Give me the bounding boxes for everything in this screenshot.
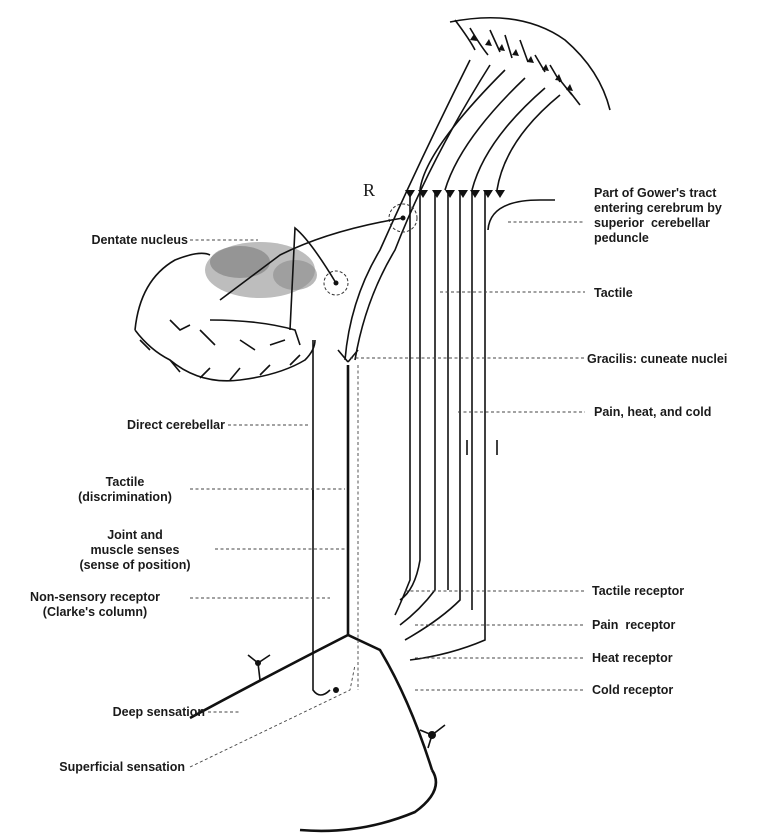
- label-pain-receptor: Pain receptor: [592, 618, 675, 633]
- label-heat-receptor: Heat receptor: [592, 651, 673, 666]
- label-joint-muscle: Joint and muscle senses (sense of positi…: [55, 528, 215, 573]
- label-tactile: Tactile: [594, 286, 633, 301]
- label-deep-sensation: Deep sensation: [20, 705, 205, 720]
- label-cold-receptor: Cold receptor: [592, 683, 673, 698]
- cerebral-cortex-fan: [450, 18, 610, 110]
- spinal-pathway: [190, 340, 497, 831]
- r-marker: R: [363, 180, 375, 201]
- label-tactile-receptor: Tactile receptor: [592, 584, 684, 599]
- label-non-sensory: Non-sensory receptor (Clarke's column): [5, 590, 185, 620]
- label-direct-cerebellar: Direct cerebellar: [40, 418, 225, 433]
- label-superficial-sensation: Superficial sensation: [5, 760, 185, 775]
- label-pain-heat-cold: Pain, heat, and cold: [594, 405, 711, 420]
- label-tactile-discrimination: Tactile (discrimination): [60, 475, 190, 505]
- ascending-fibres: [345, 60, 560, 660]
- label-gowers-tract: Part of Gower's tract entering cerebrum …: [594, 186, 722, 246]
- label-dentate-nucleus: Dentate nucleus: [40, 233, 188, 248]
- label-gracilis: Gracilis: cuneate nuclei: [587, 352, 727, 367]
